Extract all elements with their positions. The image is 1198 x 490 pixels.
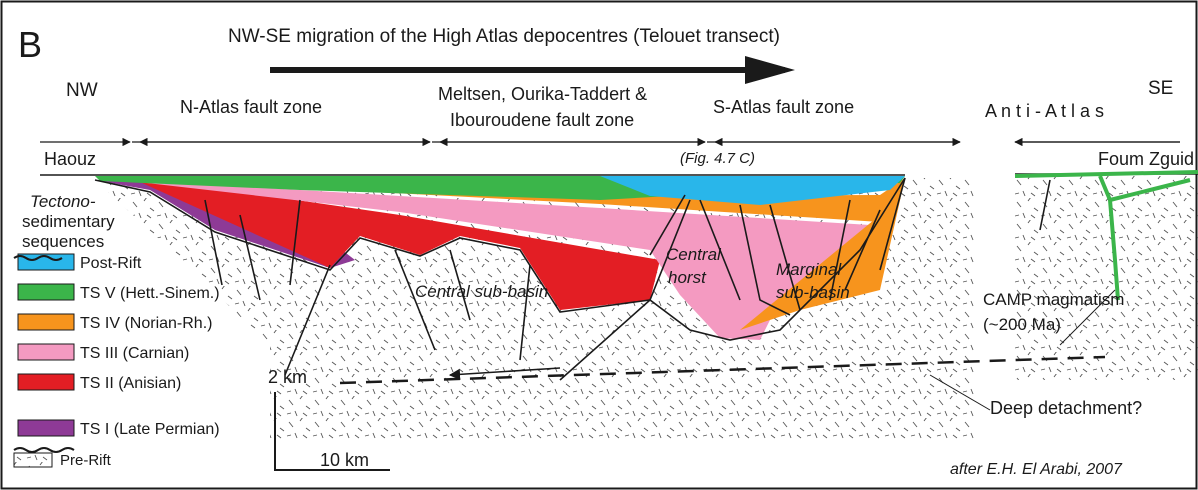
central-horst-label-2: horst: [668, 268, 707, 287]
central-sub-basin-label: Central sub-basin: [415, 282, 548, 301]
marginal-label-1: Marginal: [776, 260, 842, 279]
panel-label: B: [18, 24, 42, 65]
detachment-arrow: [448, 367, 561, 380]
legend-label-ts4: TS IV (Norian-Rh.): [80, 315, 212, 332]
marginal-label-2: sub-basin: [776, 283, 850, 302]
faults: [204, 177, 1051, 381]
nw-label: NW: [66, 80, 98, 101]
n-atlas-zone: N-Atlas fault zone: [180, 97, 322, 117]
anti-atlas-basement: [1015, 175, 1198, 380]
sequences-title-1: Tectono-: [30, 192, 96, 211]
detachment-line: [339, 355, 1106, 385]
anti-atlas-zone: A n t i - A t l a s: [985, 101, 1104, 121]
camp-label-2: (~200 Ma): [983, 315, 1061, 334]
camp-label-1: CAMP magmatism: [983, 290, 1124, 309]
haouz-label: Haouz: [44, 149, 96, 169]
foum-zguid-cover: [1014, 170, 1198, 178]
legend-swatch-pre_rift: [13, 452, 53, 468]
legend-label-pre_rift: Pre-Rift: [60, 452, 112, 469]
fig-ref: (Fig. 4.7 C): [680, 150, 755, 167]
camp-intrusions: [1098, 175, 1191, 301]
legend-label-ts3: TS III (Carnian): [80, 345, 189, 362]
credit: after E.H. El Arabi, 2007: [950, 461, 1123, 478]
migration-arrow-head: [745, 56, 795, 84]
se-label: SE: [1148, 78, 1173, 99]
legend-swatch-post_rift: [17, 253, 75, 271]
s-atlas-zone: S-Atlas fault zone: [713, 97, 854, 117]
meltsen-zone-line1: Meltsen, Ourika-Taddert &: [438, 84, 647, 104]
legend-swatch-ts2: [17, 373, 75, 391]
legend-label-ts1: TS I (Late Permian): [80, 421, 220, 438]
legend-unconformity-symbol: [13, 447, 75, 453]
legend-label-post_rift: Post-Rift: [80, 255, 142, 272]
foum-zguid-label: Foum Zguid: [1098, 149, 1194, 169]
legend-swatch-ts4: [17, 313, 75, 331]
deep-detachment-label: Deep detachment?: [990, 398, 1142, 418]
legend-swatch-ts1: [17, 419, 75, 437]
camp-leader: [1059, 289, 1116, 346]
ts4-layer-se: [740, 178, 905, 330]
legend-unconformity-top: [13, 255, 63, 261]
vertical-scale-label: 2 km: [268, 367, 307, 387]
post-rift-layer: [600, 176, 905, 205]
sequences-title-2: sedimentary: [22, 212, 115, 231]
detachment-leader: [929, 374, 991, 411]
legend: Post-Rift TS V (Hett.-Sinem.) TS IV (Noria…: [13, 253, 220, 469]
legend-swatch-ts3: [17, 343, 75, 361]
horizontal-scale-label: 10 km: [320, 450, 369, 470]
meltsen-zone-line2: Ibouroudene fault zone: [450, 110, 634, 130]
scale-bars: [274, 392, 390, 471]
ts2-layer: [140, 182, 660, 310]
central-horst-label-1: Central: [666, 245, 722, 264]
legend-label-ts2: TS II (Anisian): [80, 375, 181, 392]
title: NW-SE migration of the High Atlas depoce…: [228, 26, 780, 47]
sequences-title-3: sequences: [22, 232, 104, 251]
legend-swatch-ts5: [17, 283, 75, 301]
basin-base: [94, 177, 906, 341]
legend-label-ts5: TS V (Hett.-Sinem.): [80, 285, 220, 302]
